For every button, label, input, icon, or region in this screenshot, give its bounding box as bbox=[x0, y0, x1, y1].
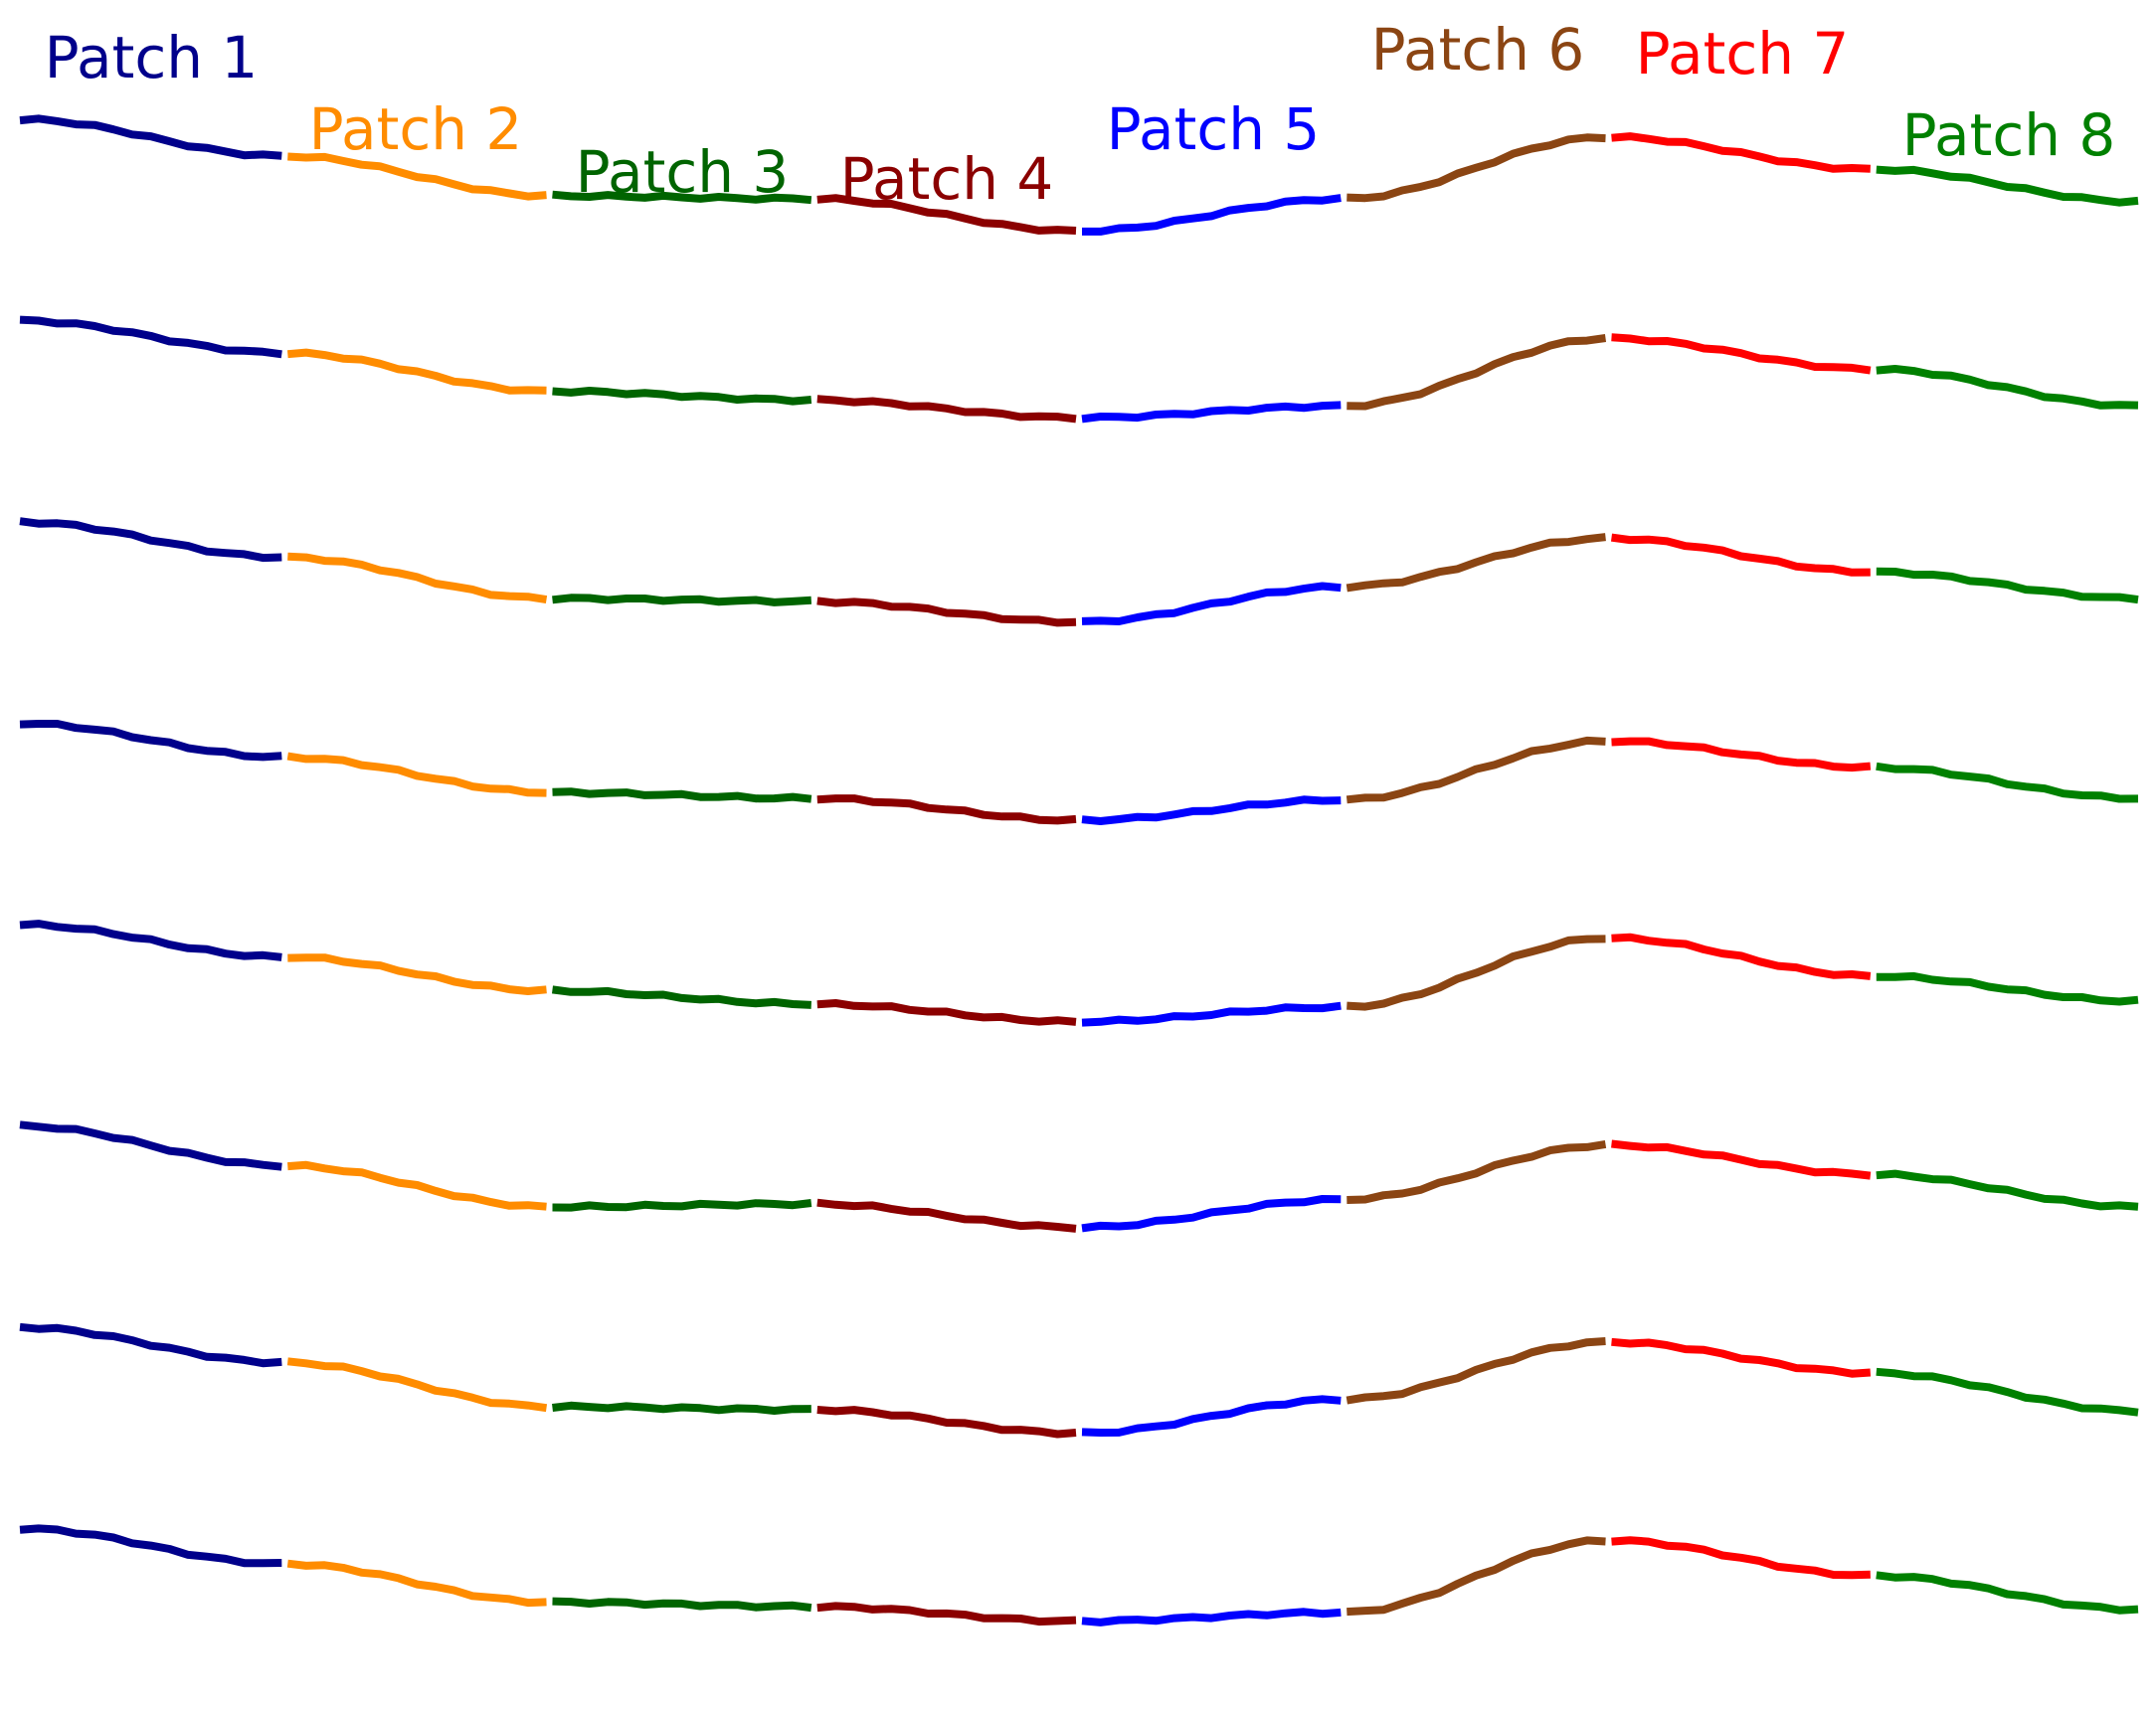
series-2-patch-1-segment bbox=[19, 315, 282, 359]
series-8-patch-3-segment bbox=[552, 1597, 812, 1613]
patch-label-7: Patch 7 bbox=[1636, 20, 1850, 87]
series-4-patch-1-segment bbox=[19, 720, 282, 762]
series-line-6 bbox=[19, 1120, 2139, 1233]
series-8-patch-6-segment bbox=[1347, 1536, 1606, 1617]
series-7-patch-7-segment bbox=[1611, 1337, 1872, 1378]
series-7-patch-8-segment bbox=[1876, 1367, 2139, 1417]
series-3-patch-7-segment bbox=[1610, 533, 1871, 577]
series-5-patch-1-segment bbox=[19, 920, 282, 961]
patch-label-2: Patch 2 bbox=[309, 95, 523, 163]
series-7-patch-4-segment bbox=[816, 1406, 1077, 1439]
series-5-patch-6-segment bbox=[1347, 935, 1606, 1011]
series-4-patch-4-segment bbox=[816, 794, 1077, 825]
series-7-patch-5-segment bbox=[1081, 1395, 1342, 1437]
series-8-patch-8-segment bbox=[1876, 1571, 2139, 1615]
series-1-patch-3-segment bbox=[552, 190, 812, 205]
series-5-patch-4-segment bbox=[816, 999, 1077, 1026]
series-2-patch-6-segment bbox=[1347, 334, 1607, 411]
series-2-patch-8-segment bbox=[1876, 365, 2139, 410]
series-1-patch-2-segment bbox=[287, 152, 547, 201]
series-8-patch-4-segment bbox=[816, 1602, 1077, 1626]
series-1-patch-6-segment bbox=[1347, 133, 1606, 203]
series-8-patch-2-segment bbox=[286, 1559, 547, 1608]
series-6-patch-5-segment bbox=[1081, 1195, 1342, 1233]
series-6-patch-7-segment bbox=[1611, 1139, 1872, 1180]
series-2-patch-5-segment bbox=[1081, 401, 1342, 424]
series-4-patch-2-segment bbox=[286, 752, 547, 797]
series-4-patch-3-segment bbox=[552, 787, 812, 803]
series-line-5 bbox=[19, 920, 2139, 1027]
series-8-patch-7-segment bbox=[1611, 1536, 1871, 1580]
series-4-patch-7-segment bbox=[1611, 737, 1872, 772]
series-3-patch-6-segment bbox=[1346, 533, 1606, 593]
series-6-patch-3-segment bbox=[552, 1199, 812, 1212]
series-1-patch-4-segment bbox=[816, 194, 1077, 235]
series-line-2 bbox=[19, 315, 2139, 424]
series-1-patch-8-segment bbox=[1876, 165, 2139, 207]
series-line-4 bbox=[19, 720, 2139, 825]
series-line-7 bbox=[19, 1322, 2139, 1439]
series-2-patch-4-segment bbox=[816, 395, 1077, 424]
series-5-patch-5-segment bbox=[1081, 1001, 1342, 1027]
series-2-patch-3-segment bbox=[552, 387, 812, 406]
series-3-patch-4-segment bbox=[816, 597, 1077, 627]
series-5-patch-3-segment bbox=[551, 985, 811, 1009]
series-7-patch-3-segment bbox=[552, 1401, 811, 1415]
series-8-patch-5-segment bbox=[1081, 1608, 1342, 1626]
series-3-patch-2-segment bbox=[287, 552, 548, 604]
series-7-patch-6-segment bbox=[1346, 1337, 1606, 1405]
patch-label-1: Patch 1 bbox=[45, 24, 259, 91]
series-8-patch-1-segment bbox=[19, 1524, 282, 1568]
series-1-patch-1-segment bbox=[19, 114, 282, 160]
patch-label-6: Patch 6 bbox=[1371, 16, 1585, 84]
series-5-patch-8-segment bbox=[1876, 971, 2139, 1006]
series-7-patch-1-segment bbox=[19, 1322, 282, 1368]
series-6-patch-2-segment bbox=[287, 1160, 547, 1211]
series-5-patch-2-segment bbox=[287, 953, 547, 995]
series-2-patch-7-segment bbox=[1611, 333, 1872, 375]
series-6-patch-1-segment bbox=[19, 1120, 282, 1171]
series-line-8 bbox=[19, 1524, 2139, 1626]
series-6-patch-4-segment bbox=[816, 1198, 1077, 1233]
series-1-patch-7-segment bbox=[1611, 132, 1871, 173]
series-2-patch-2-segment bbox=[286, 348, 547, 395]
series-6-patch-6-segment bbox=[1347, 1139, 1607, 1204]
series-3-patch-3-segment bbox=[552, 594, 812, 606]
series-line-3 bbox=[19, 517, 2139, 627]
series-3-patch-5-segment bbox=[1081, 582, 1342, 625]
series-4-patch-5-segment bbox=[1081, 795, 1342, 825]
series-line-1 bbox=[19, 114, 2139, 236]
series-1-patch-5-segment bbox=[1082, 194, 1342, 236]
patch-label-8: Patch 8 bbox=[1902, 101, 2116, 169]
series-7-patch-2-segment bbox=[286, 1357, 548, 1413]
series-6-patch-8-segment bbox=[1876, 1169, 2139, 1211]
series-lines bbox=[19, 114, 2139, 1626]
series-3-patch-8-segment bbox=[1876, 567, 2139, 604]
series-5-patch-7-segment bbox=[1611, 933, 1872, 980]
series-4-patch-6-segment bbox=[1346, 736, 1606, 804]
patch-label-5: Patch 5 bbox=[1107, 95, 1321, 163]
series-4-patch-8-segment bbox=[1876, 762, 2139, 803]
series-3-patch-1-segment bbox=[19, 517, 282, 563]
